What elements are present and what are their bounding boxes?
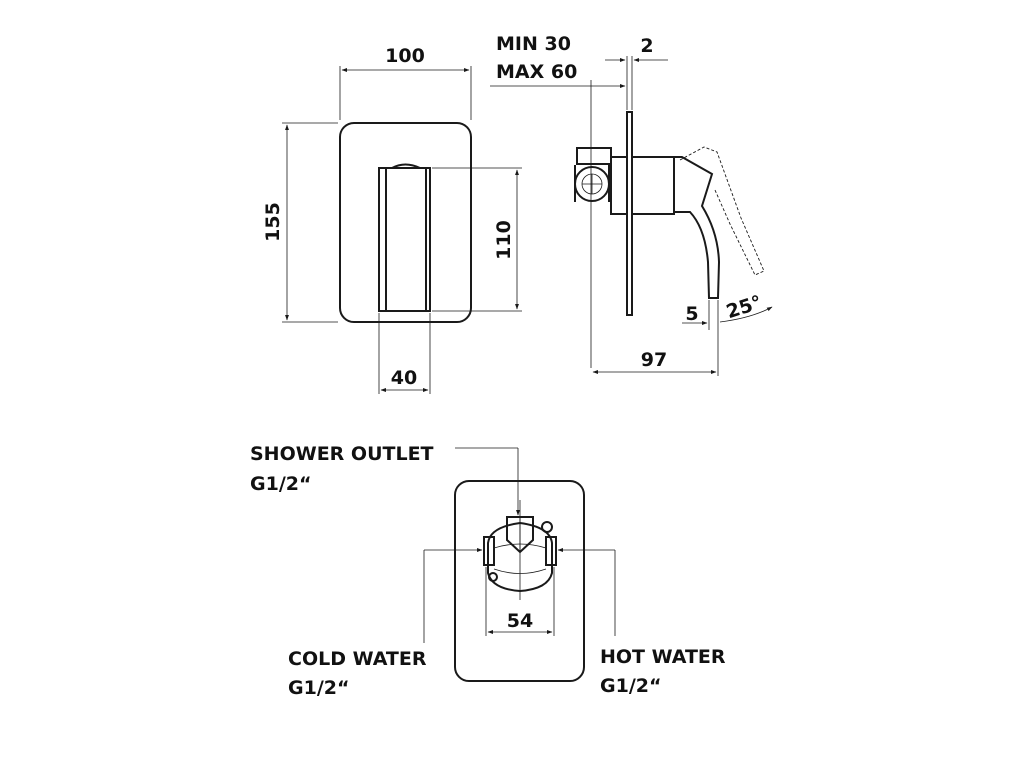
dim-handle-width: 40	[391, 367, 417, 389]
dim-line-handle-angle	[719, 306, 773, 323]
dim-front-width: 100	[385, 45, 425, 67]
label-shower-outlet: SHOWER OUTLET	[250, 443, 434, 465]
dim-total-depth: 97	[641, 349, 667, 371]
back-hot-inlet	[545, 536, 557, 566]
side-lever	[674, 156, 721, 299]
dim-front-height: 155	[262, 202, 284, 242]
dim-depth-range-min: MIN 30	[496, 33, 571, 55]
dim-handle-angle: 25°	[724, 291, 765, 323]
side-lever-open-position	[679, 146, 765, 276]
front-view: 100 155 110 40	[262, 45, 522, 394]
label-hot-water: HOT WATER	[600, 646, 726, 668]
side-view: MIN 30 MAX 60 2 5 25° 97	[490, 33, 773, 376]
label-shower-outlet-thread: G1/2“	[250, 473, 311, 495]
dim-depth-range-max: MAX 60	[496, 61, 577, 83]
dim-handle-offset: 5	[685, 303, 698, 325]
label-hot-water-thread: G1/2“	[600, 675, 661, 697]
dim-inlet-spacing: 54	[507, 610, 533, 632]
back-cold-inlet	[483, 536, 495, 566]
back-view: SHOWER OUTLET G1/2“ COLD WATER G1/2“ HOT…	[250, 443, 726, 699]
side-body	[610, 156, 628, 215]
front-handle	[378, 167, 431, 312]
back-outlet-nozzle	[506, 516, 534, 554]
front-plate	[339, 122, 472, 323]
dim-plate-thickness: 2	[640, 35, 653, 57]
label-cold-water: COLD WATER	[288, 648, 427, 670]
label-cold-water-thread: G1/2“	[288, 677, 349, 699]
back-plate	[454, 480, 585, 682]
dim-handle-height: 110	[493, 220, 515, 260]
